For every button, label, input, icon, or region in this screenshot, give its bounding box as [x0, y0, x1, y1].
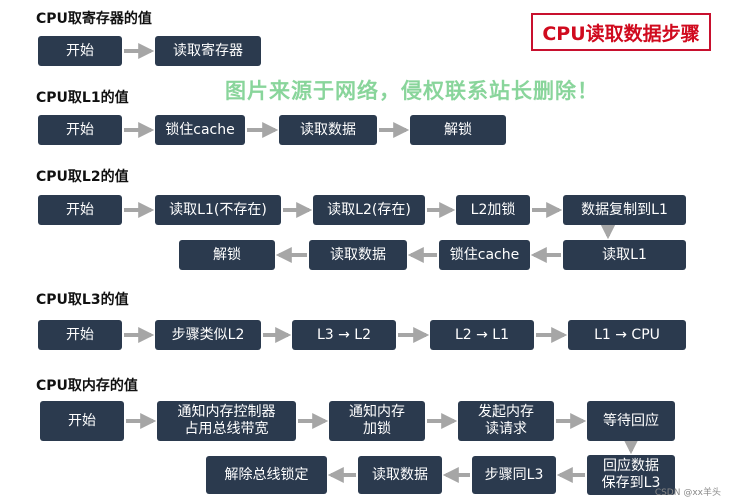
step-box: L1 → CPU	[568, 320, 686, 350]
step-box: 读取L1	[563, 240, 686, 270]
step-box: L3 → L2	[292, 320, 396, 350]
step-box: L2 → L1	[430, 320, 534, 350]
step-box: 锁住cache	[155, 115, 245, 145]
step-box: 读取L2(存在)	[313, 195, 425, 225]
section-heading-l3: CPU取L3的值	[36, 292, 129, 308]
credit-text: CSDN @xx羊头	[654, 488, 721, 498]
step-box: 开始	[38, 115, 122, 145]
section-heading-register: CPU取寄存器的值	[36, 11, 152, 27]
title-badge: CPU读取数据步骤	[531, 13, 711, 51]
step-box: 读取寄存器	[155, 36, 261, 66]
step-box: 开始	[38, 195, 122, 225]
step-box: 解除总线锁定	[206, 456, 327, 494]
step-box: 等待回应	[587, 401, 675, 441]
step-box: 锁住cache	[439, 240, 530, 270]
step-box: 数据复制到L1	[563, 195, 686, 225]
step-box: 通知内存 加锁	[329, 401, 425, 441]
watermark-text: 图片来源于网络，侵权联系站长删除！	[225, 79, 599, 103]
step-box: 解锁	[410, 115, 506, 145]
step-box: 步骤同L3	[472, 456, 556, 494]
section-heading-l1: CPU取L1的值	[36, 90, 129, 106]
step-box: 开始	[40, 401, 124, 441]
section-heading-l2: CPU取L2的值	[36, 169, 129, 185]
step-box: 回应数据 保存到L3	[587, 455, 675, 495]
step-box: 发起内存 读请求	[458, 401, 554, 441]
step-box: 读取数据	[358, 456, 442, 494]
step-box: 步骤类似L2	[155, 320, 261, 350]
step-box: 解锁	[179, 240, 275, 270]
step-box: 通知内存控制器 占用总线带宽	[157, 401, 296, 441]
step-box: L2加锁	[456, 195, 530, 225]
step-box: 读取数据	[279, 115, 377, 145]
step-box: 读取数据	[309, 240, 407, 270]
step-box: 开始	[38, 36, 122, 66]
step-box: 读取L1(不存在)	[155, 195, 281, 225]
section-heading-memory: CPU取内存的值	[36, 378, 138, 394]
step-box: 开始	[38, 320, 122, 350]
